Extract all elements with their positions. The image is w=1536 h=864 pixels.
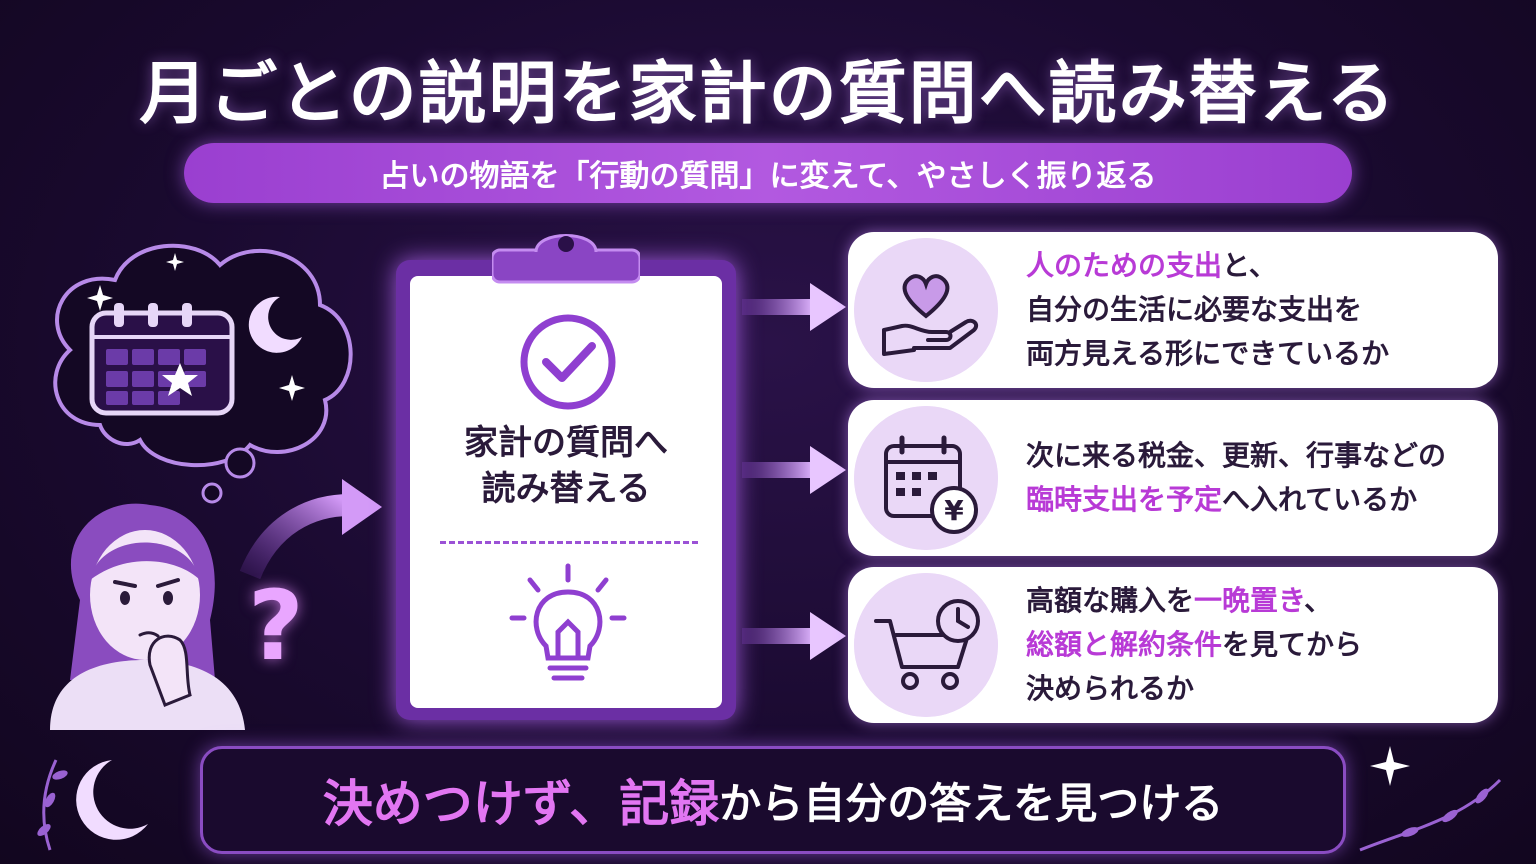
curved-arrow-icon [239,479,382,580]
sparkle-icon [279,375,305,401]
question-card-3: 高額な購入を一晩置き、 総額と解約条件を見てから 決められるか [848,567,1498,723]
card-3-highlight-2: 総額と解約条件 [1026,628,1223,661]
heart-hand-icon [854,238,998,382]
banner-part3: から自分の答えを見つける [719,778,1224,828]
banner-part1: 決めつけず、 [322,775,620,833]
thought-bubble [53,243,353,504]
card-1-text: 人のための支出と、 自分の生活に必要な支出を 両方見える形にできているか [1026,232,1496,388]
clipboard-clip [492,234,640,284]
bottom-banner: 決めつけず、 記録 から自分の答えを見つける [200,746,1346,854]
clipboard-label: 家計の質問へ 読み替える [410,420,722,512]
card-1-highlight: 人のための支出 [1026,249,1223,282]
clipboard [396,222,736,720]
clipboard-paper [410,276,722,708]
card-3-highlight-1: 一晩置き [1194,584,1305,617]
card-3-line2-rest: を見てから [1222,628,1363,661]
card-2-highlight: 臨時支出を予定 [1026,483,1223,516]
card-3-line1-a: 高額な購入を [1026,584,1195,617]
card-3-line3: 決められるか [1026,672,1195,705]
sparkle-icon [87,285,113,311]
calendar-star-icon [89,303,235,416]
sparkle-icon [166,253,184,271]
arrow-right-icon [742,283,846,331]
yen-symbol: ¥ [944,494,964,527]
cart-clock-icon [854,573,998,717]
clipboard-label-line1: 家計の質問へ [464,423,668,463]
lightbulb-icon [509,563,627,681]
question-mark: ? [248,570,304,682]
card-2-text: 次に来る税金、更新、行事などの 臨時支出を予定へ入れているか [1026,400,1496,556]
card-2-line2-rest: へ入れているか [1222,483,1418,516]
check-circle-icon [520,314,616,410]
subtitle-pill: 占いの物語を「行動の質問」に変えて、やさしく振り返る [184,143,1352,203]
calendar-yen-icon: ¥ [854,406,998,550]
page-title: 月ごとの説明を家計の質問へ読み替える [139,55,1397,134]
dashed-divider [440,541,698,544]
card-1-line2: 自分の生活に必要な支出を [1026,293,1363,326]
card-1-line3: 両方見える形にできているか [1026,337,1390,370]
arrow-right-icon [742,446,846,494]
arrow-right-icon [742,612,846,660]
card-1-line1-rest: と、 [1222,249,1277,282]
card-2-line1: 次に来る税金、更新、行事などの [1026,439,1447,472]
moon-vine-decoration [37,759,148,851]
card-3-line1-b: 、 [1304,584,1333,617]
card-3-text: 高額な購入を一晩置き、 総額と解約条件を見てから 決められるか [1026,567,1496,723]
question-card-1: 人のための支出と、 自分の生活に必要な支出を 両方見える形にできているか [848,232,1498,388]
question-card-2: ¥ 次に来る税金、更新、行事などの 臨時支出を予定へ入れているか [848,400,1498,556]
thinking-person-illustration [50,503,245,730]
moon-icon [248,296,302,353]
clipboard-label-line2: 読み替える [481,469,651,509]
sparkle-vine-decoration [1359,746,1502,852]
banner-part2: 記録 [619,775,720,833]
